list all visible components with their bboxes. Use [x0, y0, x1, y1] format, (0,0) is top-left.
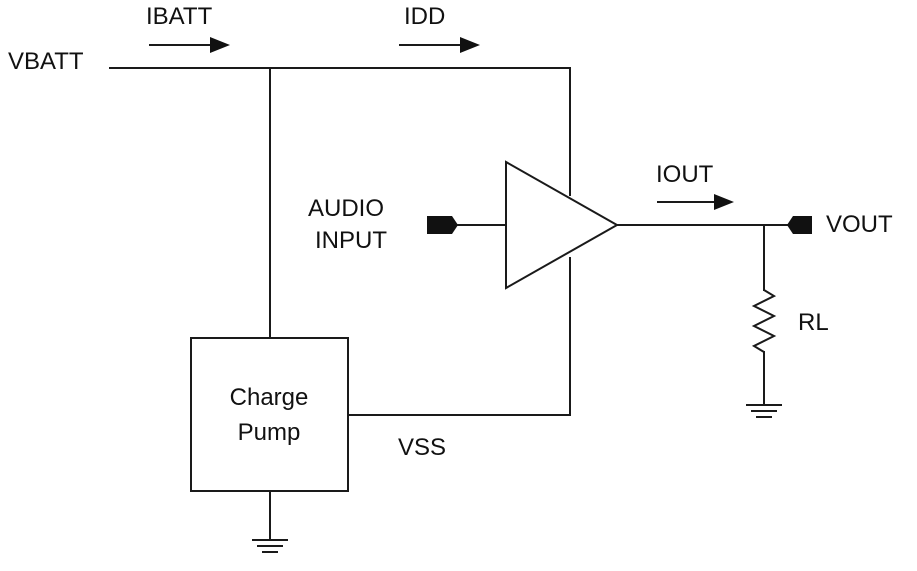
vout-terminal [787, 216, 812, 234]
vbatt-label: VBATT [8, 48, 84, 75]
audio-input-terminal [427, 216, 458, 234]
charge-pump-block [190, 337, 349, 492]
idd-arrow-icon [399, 37, 480, 53]
rl-label: RL [798, 309, 829, 336]
idd-label: IDD [404, 3, 445, 30]
audio-input-label-line1: AUDIO [308, 195, 384, 222]
iout-arrow-icon [657, 194, 734, 210]
ibatt-arrow-icon [149, 37, 230, 53]
audio-input-label-line2: INPUT [315, 227, 387, 254]
charge-pump-label-line1: Charge [230, 384, 309, 411]
ibatt-label: IBATT [146, 3, 213, 30]
charge-pump-label-line2: Pump [238, 419, 301, 446]
load-ground-icon [746, 404, 782, 418]
charge-pump-ground-icon [252, 539, 288, 553]
vout-label: VOUT [826, 211, 893, 238]
vss-label: VSS [398, 434, 446, 461]
load-resistor [751, 289, 777, 353]
iout-label: IOUT [656, 161, 714, 188]
amplifier-triangle [505, 160, 620, 290]
amplifier-vss-wire [347, 257, 571, 416]
